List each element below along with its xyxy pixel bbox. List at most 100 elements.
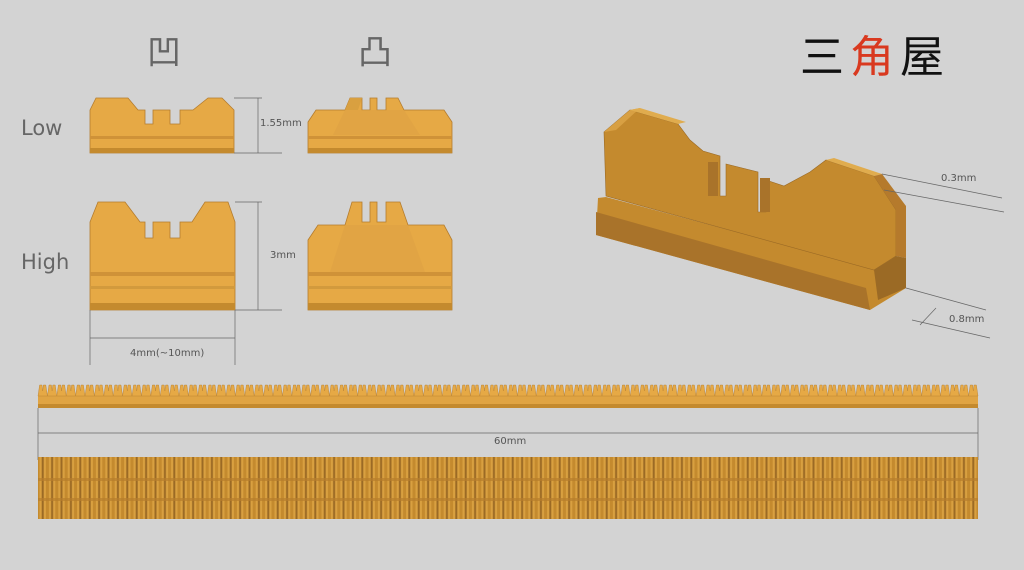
rack-tooth xyxy=(385,384,396,397)
rack-tooth xyxy=(874,384,885,397)
rack-tooth xyxy=(150,384,161,397)
row-label-low: Low xyxy=(21,116,63,140)
rack-tooth xyxy=(338,384,349,397)
rack-tooth xyxy=(178,384,189,397)
rack-tooth xyxy=(413,384,424,397)
rack-tooth xyxy=(37,384,48,397)
rack-tooth xyxy=(376,384,387,397)
low-concave-part xyxy=(89,97,235,154)
rack-tooth xyxy=(65,384,76,397)
rack-tooth xyxy=(282,384,293,397)
rack-tooth xyxy=(488,384,499,397)
row-label-high: High xyxy=(21,250,70,274)
label-low-height: 1.55mm xyxy=(260,118,302,129)
rack-tooth xyxy=(535,384,546,397)
dimension-width xyxy=(89,310,236,365)
label-high-height: 3mm xyxy=(270,250,296,261)
rack-tooth xyxy=(921,384,932,397)
rack-tooth xyxy=(225,384,236,397)
rack-tooth xyxy=(545,384,556,397)
rack-tooth xyxy=(300,384,311,397)
rack-tooth xyxy=(235,384,246,397)
rack-tooth xyxy=(432,384,443,397)
convex-header: 凸 xyxy=(358,33,392,73)
rack-tooth xyxy=(498,384,509,397)
rack-tooth xyxy=(47,384,58,397)
rack-tooth xyxy=(658,384,669,397)
rack-tooth xyxy=(310,384,321,397)
rack-tooth xyxy=(564,384,575,397)
concave-header: 凹 xyxy=(147,33,181,73)
dimension-low-height xyxy=(234,97,282,154)
rack-tooth xyxy=(103,384,114,397)
rack-tooth xyxy=(846,384,857,397)
rack-tooth xyxy=(958,384,969,397)
rack-tooth xyxy=(112,384,123,397)
rack-tooth xyxy=(714,384,725,397)
rack-tooth xyxy=(827,384,838,397)
rack-tooth xyxy=(770,384,781,397)
rack-tooth xyxy=(639,384,650,397)
rack-tooth xyxy=(695,384,706,397)
dimension-high-height xyxy=(235,201,282,311)
rack-tooth xyxy=(141,384,152,397)
rack-tooth xyxy=(902,384,913,397)
rack-tooth xyxy=(573,384,584,397)
rack-tooth xyxy=(244,384,255,397)
isometric-part xyxy=(596,108,906,310)
rack-tooth xyxy=(460,384,471,397)
rack-tooth xyxy=(761,384,772,397)
rack-tooth xyxy=(470,384,481,397)
rack-tooth xyxy=(404,384,415,397)
rack-tooth xyxy=(329,384,340,397)
rack-side-view xyxy=(37,384,979,408)
rack-tooth xyxy=(940,384,951,397)
rack-tooth xyxy=(930,384,941,397)
rack-tooth xyxy=(75,384,86,397)
rack-tooth xyxy=(263,384,274,397)
rack-tooth xyxy=(122,384,133,397)
rack-tooth xyxy=(272,384,283,397)
rack-tooth xyxy=(451,384,462,397)
rack-tooth xyxy=(855,384,866,397)
logo-char-2: 角 xyxy=(850,32,900,83)
rack-top-view xyxy=(38,457,978,519)
rack-tooth xyxy=(216,384,227,397)
rack-tooth xyxy=(629,384,640,397)
rack-tooth xyxy=(197,384,208,397)
rack-tooth xyxy=(366,384,377,397)
rack-tooth xyxy=(808,384,819,397)
logo-char-1: 三 xyxy=(800,32,850,83)
rack-tooth xyxy=(319,384,330,397)
rack-tooth xyxy=(554,384,565,397)
rack-tooth xyxy=(780,384,791,397)
rack-teeth xyxy=(37,384,979,397)
rack-tooth xyxy=(423,384,434,397)
label-width: 4mm(~10mm) xyxy=(130,348,205,359)
rack-tooth xyxy=(517,384,528,397)
rack-tooth xyxy=(592,384,603,397)
rack-tooth xyxy=(667,384,678,397)
rack-tooth xyxy=(56,384,67,397)
rack-tooth xyxy=(526,384,537,397)
rack-tooth xyxy=(611,384,622,397)
rack-tooth xyxy=(291,384,302,397)
brand-logo: 三角屋 xyxy=(800,36,950,80)
logo-char-3: 屋 xyxy=(900,32,950,83)
rack-tooth xyxy=(582,384,593,397)
rack-tooth xyxy=(507,384,518,397)
rack-tooth xyxy=(705,384,716,397)
high-concave-part xyxy=(89,201,236,311)
rack-tooth xyxy=(394,384,405,397)
rack-tooth xyxy=(817,384,828,397)
rack-tooth xyxy=(893,384,904,397)
rack-tooth xyxy=(601,384,612,397)
rack-tooth xyxy=(686,384,697,397)
rack-tooth xyxy=(441,384,452,397)
rack-tooth xyxy=(883,384,894,397)
label-top-width: 0.3mm xyxy=(941,173,977,184)
rack-tooth xyxy=(94,384,105,397)
rack-tooth xyxy=(799,384,810,397)
rack-tooth xyxy=(752,384,763,397)
